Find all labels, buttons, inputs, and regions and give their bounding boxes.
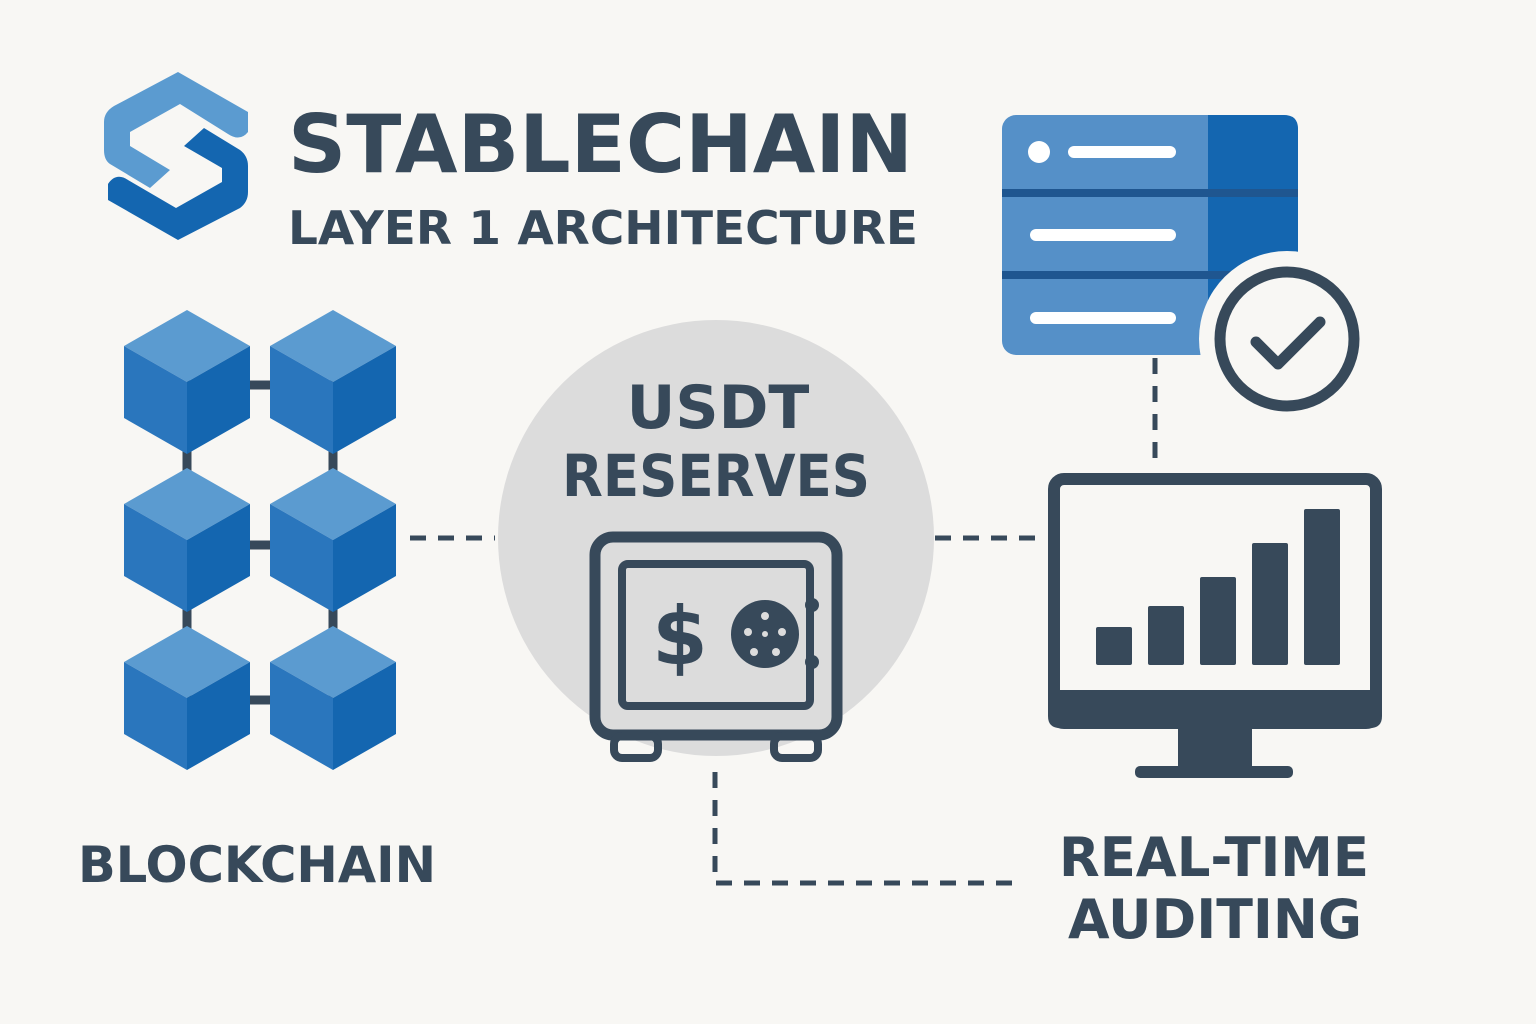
blockchain-label: BLOCKCHAIN [78, 836, 436, 894]
blockchain-cubes-icon [124, 310, 396, 770]
block-cube [270, 626, 396, 770]
safe-icon: $ [589, 531, 843, 762]
auditing-label-line2: AUDITING [1068, 888, 1362, 951]
brand-subtitle: LAYER 1 ARCHITECTURE [288, 201, 918, 255]
reserves-label-line1: USDT [627, 373, 810, 443]
chart-bar [1200, 577, 1236, 665]
block-cube [270, 468, 396, 612]
reserves-label-line2: RESERVES [562, 442, 870, 510]
chart-bar [1252, 543, 1288, 665]
auditing-label-line1: REAL-TIME [1059, 826, 1369, 889]
block-cube [124, 310, 250, 454]
stablechain-logo [104, 72, 248, 240]
block-cube [124, 626, 250, 770]
check-circle-icon [1199, 251, 1375, 427]
block-cube [124, 468, 250, 612]
monitor-chart-icon [1048, 473, 1382, 778]
brand-title: STABLECHAIN [288, 98, 913, 191]
block-cube [270, 310, 396, 454]
connectors [410, 358, 1158, 886]
dollar-sign: $ [652, 590, 708, 683]
chart-bar [1148, 606, 1184, 665]
chart-bar [1096, 627, 1132, 665]
chart-bar [1304, 509, 1340, 665]
